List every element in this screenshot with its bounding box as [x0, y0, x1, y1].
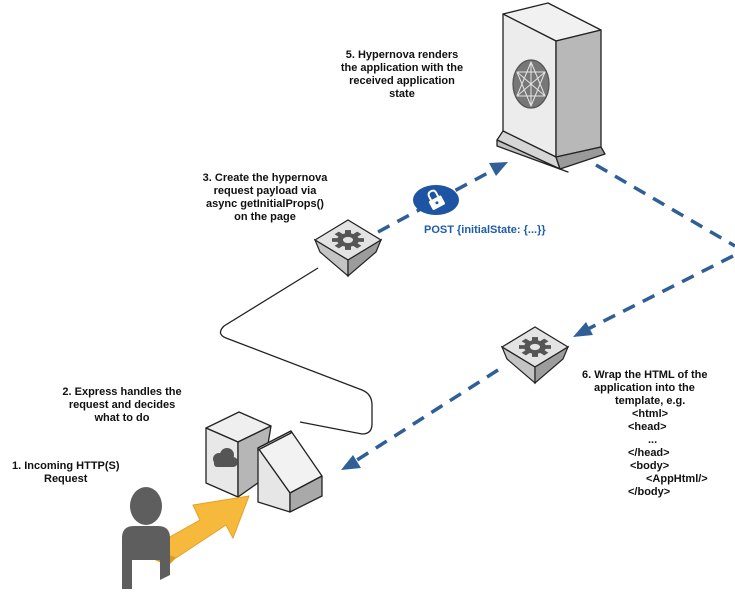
- step2-line: request and decides: [68, 399, 176, 411]
- step5-line: the application with the: [340, 62, 464, 74]
- step6-line: </head>: [628, 447, 670, 459]
- step5-line: received application: [349, 75, 455, 87]
- step2-line: 2. Express handles the: [62, 386, 182, 398]
- step3-line: 3. Create the hypernova: [202, 172, 328, 184]
- step6-line: <body>: [630, 460, 670, 472]
- cloud-icon: [213, 448, 238, 467]
- step2-line: what to do: [94, 412, 150, 424]
- connector-line: [219, 267, 373, 435]
- step6-line: template, e.g.: [615, 395, 686, 407]
- express-server-icon: [205, 411, 323, 513]
- step3-line: request payload via: [213, 185, 317, 197]
- step5-line: 5. Hypernova renders: [345, 49, 459, 61]
- step5-label: 5. Hypernova renders the application wit…: [326, 49, 478, 101]
- step1-line: 1. Incoming HTTP(S): [12, 460, 120, 472]
- step6-line: </body>: [628, 486, 671, 498]
- dashed-arrow-to-wrap-gear: [573, 254, 734, 337]
- step2-label: 2. Express handles the request and decid…: [53, 386, 191, 425]
- lock-icon: [413, 185, 459, 215]
- step6-line: ...: [648, 434, 658, 446]
- step3-label: 3. Create the hypernova request payload …: [190, 172, 340, 224]
- step1-line: Request: [44, 473, 88, 485]
- step6-line: <head>: [628, 421, 667, 433]
- dashed-line-hypernova-right: [595, 163, 735, 248]
- dashed-arrow-to-express: [341, 368, 499, 470]
- step6-label: 6. Wrap the HTML of the application into…: [582, 369, 708, 499]
- step1-label: 1. Incoming HTTP(S) Request: [12, 460, 120, 486]
- step6-line: 6. Wrap the HTML of the: [582, 369, 708, 381]
- post-payload-label: POST {initialState: {...}}: [424, 224, 546, 236]
- step3-line: async getInitialProps(): [206, 198, 324, 210]
- gear-icon: [500, 326, 570, 385]
- step6-line: <html>: [632, 408, 669, 420]
- step5-line: state: [389, 88, 415, 100]
- gear-icon: [313, 219, 383, 278]
- step6-line: application into the: [594, 382, 695, 394]
- step3-line: on the page: [234, 211, 296, 223]
- hypernova-server-icon: [496, 2, 606, 173]
- person-icon: [122, 487, 170, 589]
- step6-line: <AppHtml/>: [646, 473, 708, 485]
